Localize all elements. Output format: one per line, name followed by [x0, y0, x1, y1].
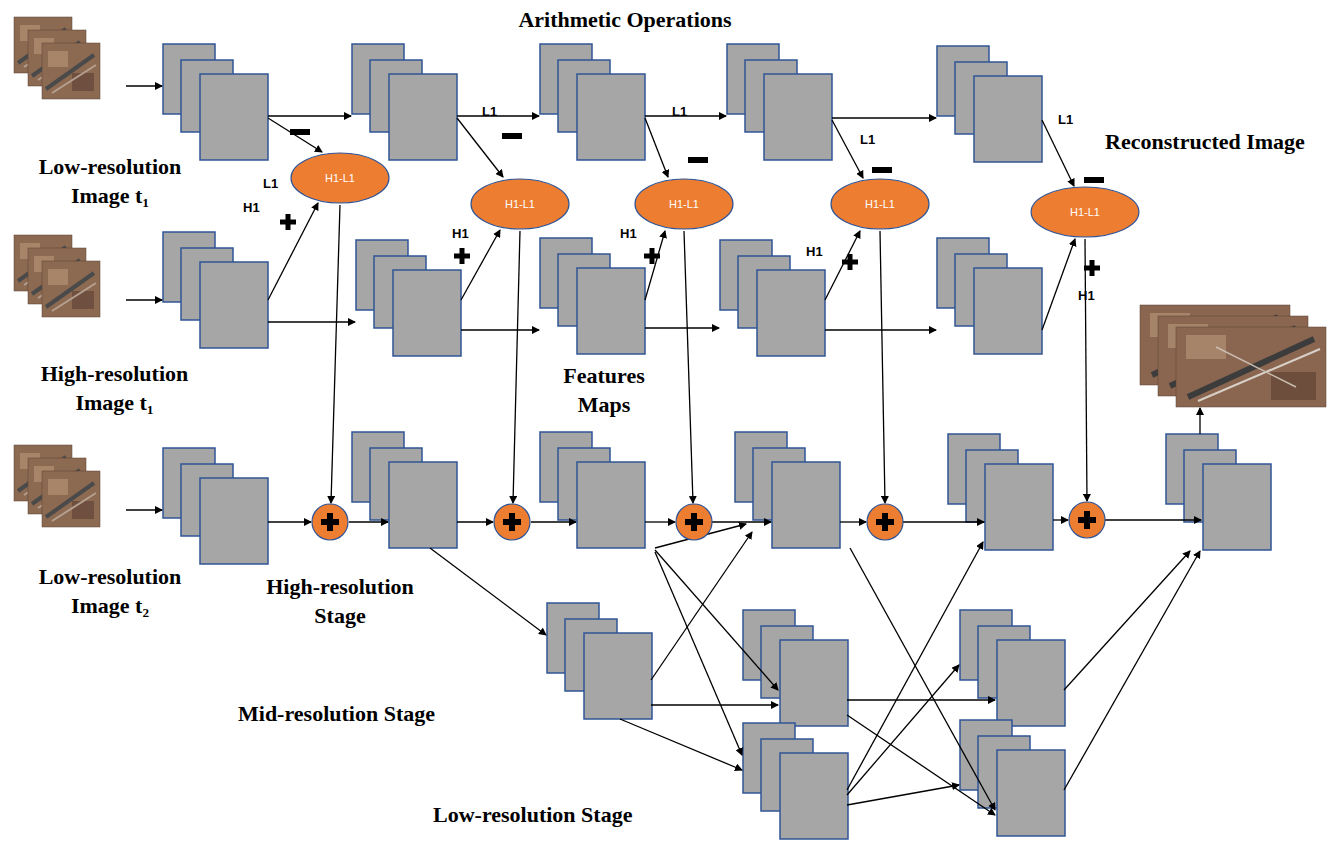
signal-label: L1: [1058, 112, 1073, 127]
diagram-label: Reconstructed Image: [1100, 128, 1310, 157]
operation-text: H1-L1: [865, 198, 895, 210]
signal-label: L1: [482, 104, 497, 119]
signal-label: L1: [672, 104, 687, 119]
diagram-label: Low-resolution Stage: [433, 801, 632, 830]
operation-text: H1-L1: [669, 198, 699, 210]
diagram-label: Arithmetic Operations: [460, 6, 790, 35]
signal-label: L1: [263, 176, 278, 191]
signal-label: H1: [452, 226, 469, 241]
operation-text: H1-L1: [1070, 206, 1100, 218]
diagram-label: Features Maps: [548, 362, 660, 419]
diagram-label: Mid-resolution Stage: [238, 700, 435, 729]
operation-ellipse: H1-L1: [470, 178, 570, 230]
signal-label: H1: [1078, 288, 1095, 303]
signal-label: L1: [860, 132, 875, 147]
signal-label: H1: [243, 200, 260, 215]
diagram-label: High-resolution Stage: [240, 573, 440, 630]
operation-text: H1-L1: [505, 198, 535, 210]
diagram-label: Low-resolution Image t₂: [15, 563, 205, 620]
diagram-label: High-resolution Image t₁: [12, 360, 217, 417]
operation-ellipse: H1-L1: [830, 178, 930, 230]
signal-label: H1: [620, 226, 637, 241]
diagram-label: Low-resolution Image t₁: [15, 153, 205, 210]
signal-label: H1: [806, 244, 823, 259]
operation-ellipse: H1-L1: [290, 152, 390, 204]
operation-text: H1-L1: [325, 172, 355, 184]
operation-ellipse: H1-L1: [1030, 186, 1140, 238]
operation-ellipse: H1-L1: [634, 178, 734, 230]
